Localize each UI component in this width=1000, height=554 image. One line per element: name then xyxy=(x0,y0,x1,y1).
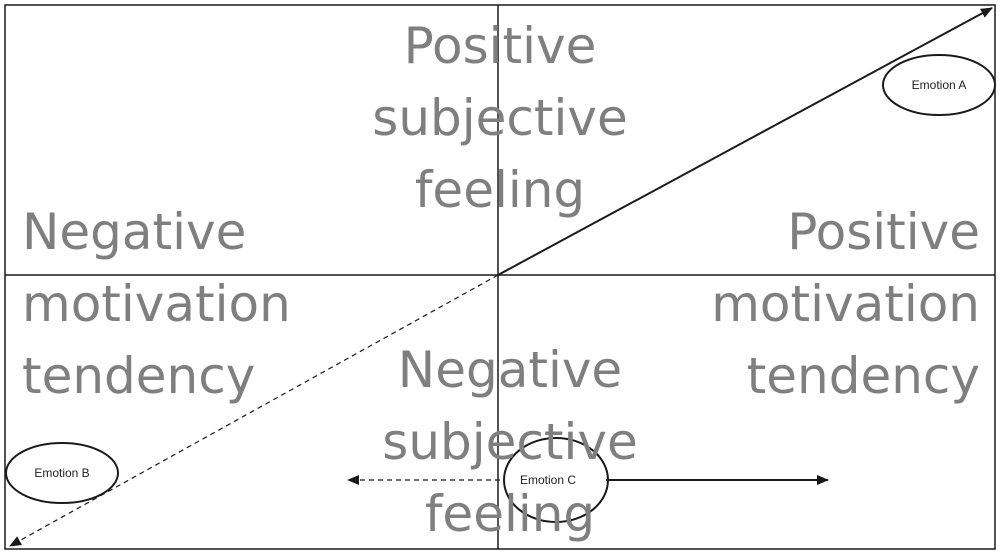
emotion-b-label: Emotion B xyxy=(34,466,90,480)
emotion-a-label: Emotion A xyxy=(911,78,967,92)
label-line: feeling xyxy=(424,485,596,543)
label-line: motivation xyxy=(711,275,980,333)
positive-subjective-feeling-label: Positive subjective feeling xyxy=(300,10,700,226)
label-line: Positive xyxy=(787,203,980,261)
emotion-c-ellipse xyxy=(503,437,609,523)
negative-motivation-tendency-label: Negative motivation tendency xyxy=(22,196,291,412)
label-line: Positive xyxy=(403,17,597,75)
emotion-b-ellipse xyxy=(5,442,119,504)
label-line: motivation xyxy=(22,275,291,333)
emotion-a-ellipse xyxy=(882,54,996,116)
label-line: subjective xyxy=(382,413,638,471)
negative-subjective-feeling-label: Negative subjective feeling xyxy=(310,334,710,550)
emotion-a-arrow xyxy=(497,7,993,276)
label-line: feeling xyxy=(414,161,586,219)
label-line: Negative xyxy=(22,203,247,261)
label-line: subjective xyxy=(372,89,628,147)
label-line: tendency xyxy=(746,347,980,405)
label-line: tendency xyxy=(22,347,256,405)
emotion-b-dashed-arrow xyxy=(9,274,499,547)
emotion-c-label: Emotion C xyxy=(519,473,577,487)
diagram-frame xyxy=(4,4,996,550)
label-line: Negative xyxy=(397,341,623,399)
positive-motivation-tendency-label: Positive motivation tendency xyxy=(711,196,980,412)
